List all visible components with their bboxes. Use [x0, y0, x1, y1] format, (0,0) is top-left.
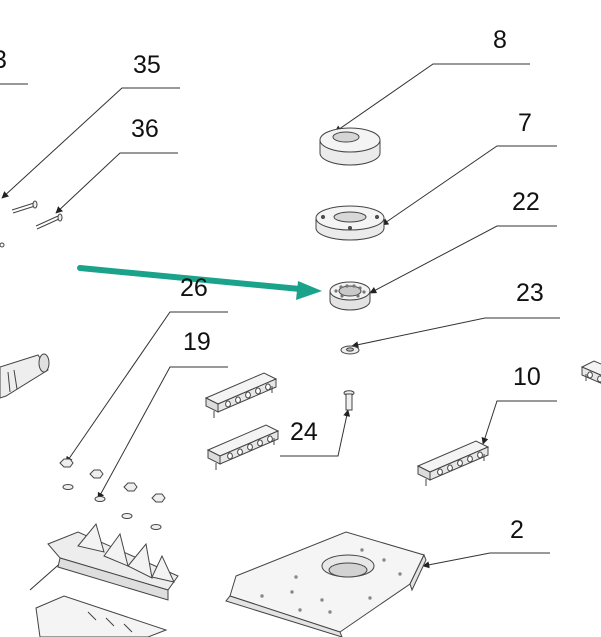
leader-line-26 [65, 311, 228, 464]
nuts-and-washers [59, 458, 166, 530]
bracket-part-lower-left [207, 424, 279, 471]
bracket-part [204, 372, 278, 418]
slotted-plate-partial [35, 595, 168, 637]
part-22-bearing [329, 281, 371, 311]
bracket-part-upper-right [581, 360, 601, 407]
leader-line-7 [381, 145, 557, 226]
leader-line-23 [351, 317, 560, 349]
leader-line-2 [422, 552, 550, 569]
leader-line-19 [97, 366, 228, 500]
part-24-pin [343, 390, 355, 411]
part-8-cap [319, 127, 381, 166]
part-10-bracket [417, 440, 489, 487]
part-7-flange [315, 205, 385, 241]
leader-line-8 [334, 63, 530, 133]
leader-line-36 [55, 152, 178, 214]
screws-35-36 [11, 200, 63, 230]
leader-line-35 [1, 87, 180, 199]
part-2-base-plate [225, 531, 427, 637]
leader-line-22 [369, 225, 557, 294]
leader-line-24 [280, 409, 351, 457]
highlight-arrow [77, 265, 322, 300]
blade-assembly-partial [47, 522, 179, 601]
part-23-washer [340, 345, 360, 355]
shaft-partial [0, 353, 50, 399]
leader-line-10 [481, 400, 557, 445]
small-part-left-edge [0, 242, 5, 248]
